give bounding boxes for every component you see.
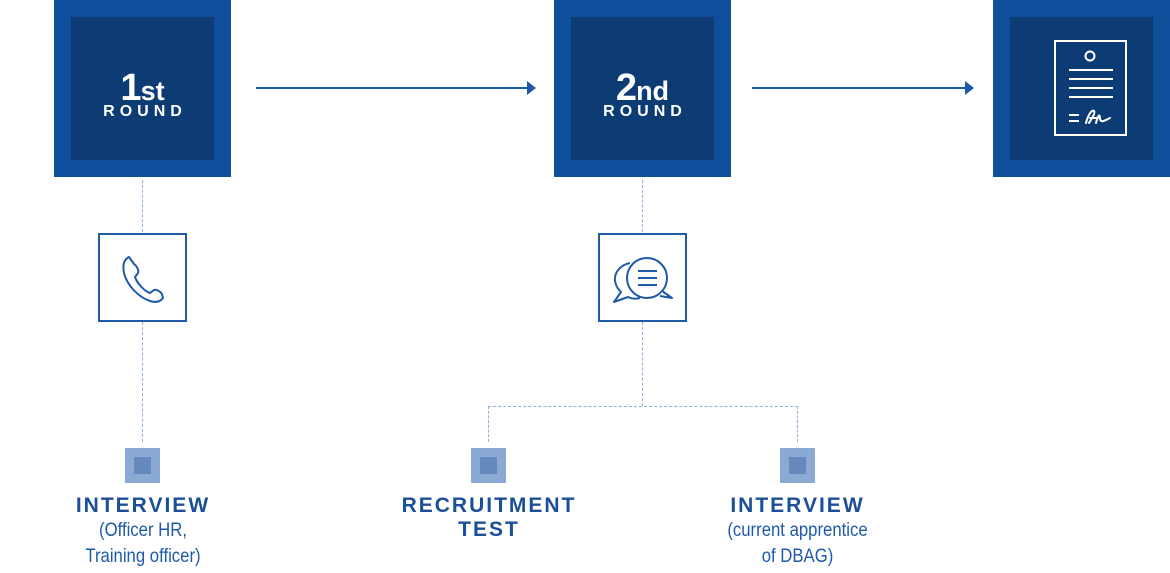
step-3-subtitle-line-2: of DBAG): [761, 546, 834, 567]
step-node-1: [125, 448, 160, 483]
step-3-subtitle-line-1: (current apprentice: [727, 520, 868, 541]
chat-icon-box: [598, 233, 687, 322]
phone-icon-box: [98, 233, 187, 322]
contract-document-icon: [1054, 40, 1127, 136]
chat-bubbles-icon: [613, 257, 673, 303]
round-1-label: ROUND: [103, 103, 187, 120]
connector-split-right: [797, 406, 798, 442]
round-1-number: 1st: [120, 67, 165, 109]
connector-split-left: [488, 406, 489, 442]
connector-chat-split: [642, 322, 643, 406]
connector-round2-chat: [642, 180, 643, 232]
step-1-title: INTERVIEW: [75, 494, 211, 517]
step-node-3: [780, 448, 815, 483]
round-2-label: ROUND: [603, 103, 687, 120]
step-2-caption: RECRUITMENT TEST: [370, 494, 608, 542]
arrow-round1-to-round2: [256, 81, 536, 95]
step-3-title: INTERVIEW: [730, 494, 865, 517]
step-2-title: RECRUITMENT TEST: [401, 494, 577, 541]
round-2-inner: 2nd ROUND: [571, 17, 714, 160]
step-1-caption: INTERVIEW (Officer HR, Training officer): [52, 494, 234, 570]
contract-box: [993, 0, 1170, 177]
connector-split-horizontal: [488, 406, 798, 407]
round-1-inner: 1st ROUND: [71, 17, 214, 160]
step-1-subtitle-line-2: Training officer): [85, 546, 201, 567]
contract-inner: [1010, 17, 1153, 160]
arrow-round2-to-contract: [752, 81, 974, 95]
phone-icon: [122, 256, 164, 303]
step-node-2: [471, 448, 506, 483]
connector-phone-node: [142, 322, 143, 442]
step-1-subtitle-line-1: (Officer HR,: [99, 520, 187, 541]
connector-round1-phone: [142, 180, 143, 232]
round-2-box: 2nd ROUND: [554, 0, 731, 177]
step-3-caption: INTERVIEW (current apprentice of DBAG): [700, 494, 895, 570]
round-2-number: 2nd: [615, 67, 670, 109]
round-1-box: 1st ROUND: [54, 0, 231, 177]
